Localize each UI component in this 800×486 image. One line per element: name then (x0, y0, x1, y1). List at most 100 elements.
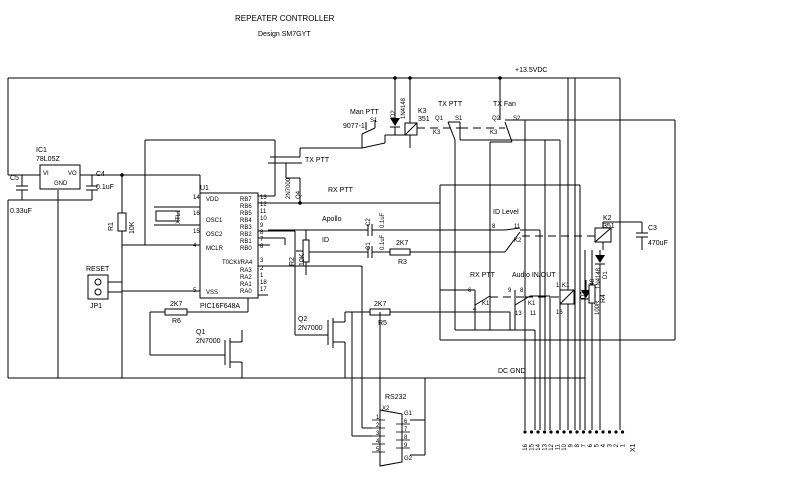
k3-pin-q1: Q1 (435, 116, 444, 122)
mcu-left-pins: VDD 14 OSC1 16 OSC2 15 MCLR 4 VSS 5 (193, 195, 224, 296)
k1-contact-1-label: K1 (482, 301, 490, 307)
mcu-pin-ra2: RA2 (240, 275, 252, 281)
d1-part: 1N4148 (596, 267, 602, 289)
rs232-connector-x2: RS232 X2 1 2 3 4 5 6 7 8 9 G1 G2 (268, 265, 426, 467)
c2-ref: C2 (366, 218, 372, 226)
x1-pin: 3 (608, 430, 614, 447)
regulator-vo-label: VO (68, 171, 77, 177)
x1-pin: 13 (543, 430, 549, 451)
rx-ptt-net-label: RX PTT (328, 187, 354, 194)
mcu-pin-vdd-num: 14 (193, 195, 200, 201)
x1-pin-label: 1 (621, 443, 627, 447)
designer-label: Design SM7GYT (258, 31, 311, 38)
d1-ref: D1 (603, 271, 609, 279)
capacitor-c1: ID C1 0.1uF 2K7 R3 (320, 234, 505, 266)
x1-pin: 1 (621, 430, 627, 447)
k1-pin-11: 11 (530, 311, 537, 317)
x1-pin-label: 16 (523, 443, 529, 450)
q1-ref: Q1 (196, 329, 205, 336)
resistor-r6: 2K7 R6 (150, 298, 249, 325)
x1-pin-label: 11 (556, 443, 562, 450)
q1-part: 2N7000 (196, 338, 221, 345)
k2-value: 351 (603, 223, 615, 230)
x1-pin: 4 (601, 430, 607, 447)
c1-ref: C1 (366, 242, 372, 250)
mcu-pin-rb7-num: 13 (260, 195, 267, 201)
c4-value: 0.1uF (96, 184, 114, 191)
man-ptt-switch-s1[interactable]: Man PTT S1 9077-1 (343, 109, 395, 149)
mcu-pin-rb2: RB2 (240, 232, 252, 238)
k3-pin-s1: S1 (455, 116, 463, 122)
x2-pin-5: 5 (376, 447, 380, 453)
mcu-pin-rb3-num: 9 (260, 223, 264, 229)
mcu-pin-osc2-num: 15 (193, 229, 200, 235)
x1-bus (439, 119, 676, 430)
q4-tx-ptt-label: TX PTT (305, 157, 330, 164)
mcu-pin-rb2-num: 8 (260, 230, 264, 236)
regulator-vi-label: VI (43, 171, 49, 177)
transistor-q2: Q2 2N7000 (294, 231, 346, 378)
k1-pin-13: 13 (515, 311, 522, 317)
r5-value: 2K7 (374, 301, 387, 308)
mcu-pin-rb3: RB3 (240, 225, 252, 231)
mcu-pin-rb0-num: 6 (260, 244, 264, 250)
x1-ref: X1 (630, 443, 637, 452)
k1-pin-9: 9 (508, 288, 512, 294)
q4-ref: Q4 (296, 190, 302, 199)
mcu-ref: U1 (200, 185, 209, 192)
q2-part: 2N7000 (298, 325, 323, 332)
r6-ref: R6 (172, 318, 181, 325)
k2-contact: ID Level 8 11 K2 (492, 209, 595, 430)
x1-pin: 11 (556, 430, 562, 450)
d2-part: 1N4148 (401, 97, 407, 119)
k3-pin-s2: S2 (513, 116, 521, 122)
id-level-label: ID Level (493, 209, 519, 216)
x2-g2: G2 (404, 456, 413, 462)
x1-pin-label: 9 (569, 443, 575, 447)
x1-pin-label: 14 (536, 443, 542, 450)
c3-value: 470uF (648, 240, 668, 247)
x1-pin: 6 (588, 430, 594, 447)
mcu-pin-ra2-num: 1 (260, 273, 264, 279)
k2-pin-8: 8 (492, 224, 496, 230)
r2-value: 10K (299, 253, 306, 266)
k3-fan-contact-label: K3 (490, 130, 498, 136)
x1-pin: 12 (549, 430, 555, 451)
mcu-pin-rb5-num: 11 (260, 209, 267, 215)
mcu-pin-osc1: OSC1 (206, 218, 223, 224)
mcu-u1: U1 PIC16F648A VDD 14 OSC1 16 OSC2 15 MCL… (122, 185, 300, 310)
r4-value: 100R (595, 300, 601, 315)
id-net-label: ID (322, 237, 329, 244)
mcu-pin-ra3-num: 2 (260, 266, 264, 272)
k2-ref: K2 (603, 215, 612, 222)
audio-k1-contact: Audio IN/OUT 9 8 K1 13 11 1 16 (508, 272, 563, 430)
rs232-label: RS232 (385, 394, 407, 401)
regulator-ic1: IC1 78L05Z VI VO GND (36, 147, 201, 200)
x1-pin-label: 7 (582, 443, 588, 447)
r1-value: 10K (129, 221, 136, 234)
tx-ptt-contact: TX PTT Q1 S1 K3 (433, 101, 561, 430)
mcu-pin-ra0-num: 17 (260, 287, 267, 293)
x1-pin: 8 (575, 430, 581, 447)
x1-pin-label: 8 (575, 443, 581, 447)
d2-ref: D2 (391, 110, 397, 118)
x1-pin-label: 3 (608, 443, 614, 447)
c3-ref: C3 (648, 225, 657, 232)
x2-pin-4: 4 (376, 439, 380, 445)
c2-value: 0.1uF (380, 212, 386, 228)
mcu-pin-rb4-num: 10 (260, 216, 267, 222)
resistor-r4: R4 100R (588, 250, 607, 430)
relay-k2: K2 351 (594, 215, 642, 250)
mcu-pin-rb1-num: 7 (260, 237, 264, 243)
capacitor-c2: Apollo C2 0.1uF (268, 212, 505, 236)
k1-pin-8: 8 (520, 288, 524, 294)
diode-d2: D2 1N4148 (390, 92, 407, 135)
x2-pin-6: 6 (404, 419, 408, 425)
mcu-part: PIC16F648A (200, 303, 240, 310)
reset-jumper-jp1[interactable]: RESET JP1 (86, 266, 122, 310)
mcu-right-pins: RB7 13 RB6 12 RB5 11 RB4 10 RB3 9 RB2 8 … (222, 195, 267, 295)
k1-contact-2-label: K1 (528, 301, 536, 307)
r4-ref: R4 (600, 294, 607, 303)
